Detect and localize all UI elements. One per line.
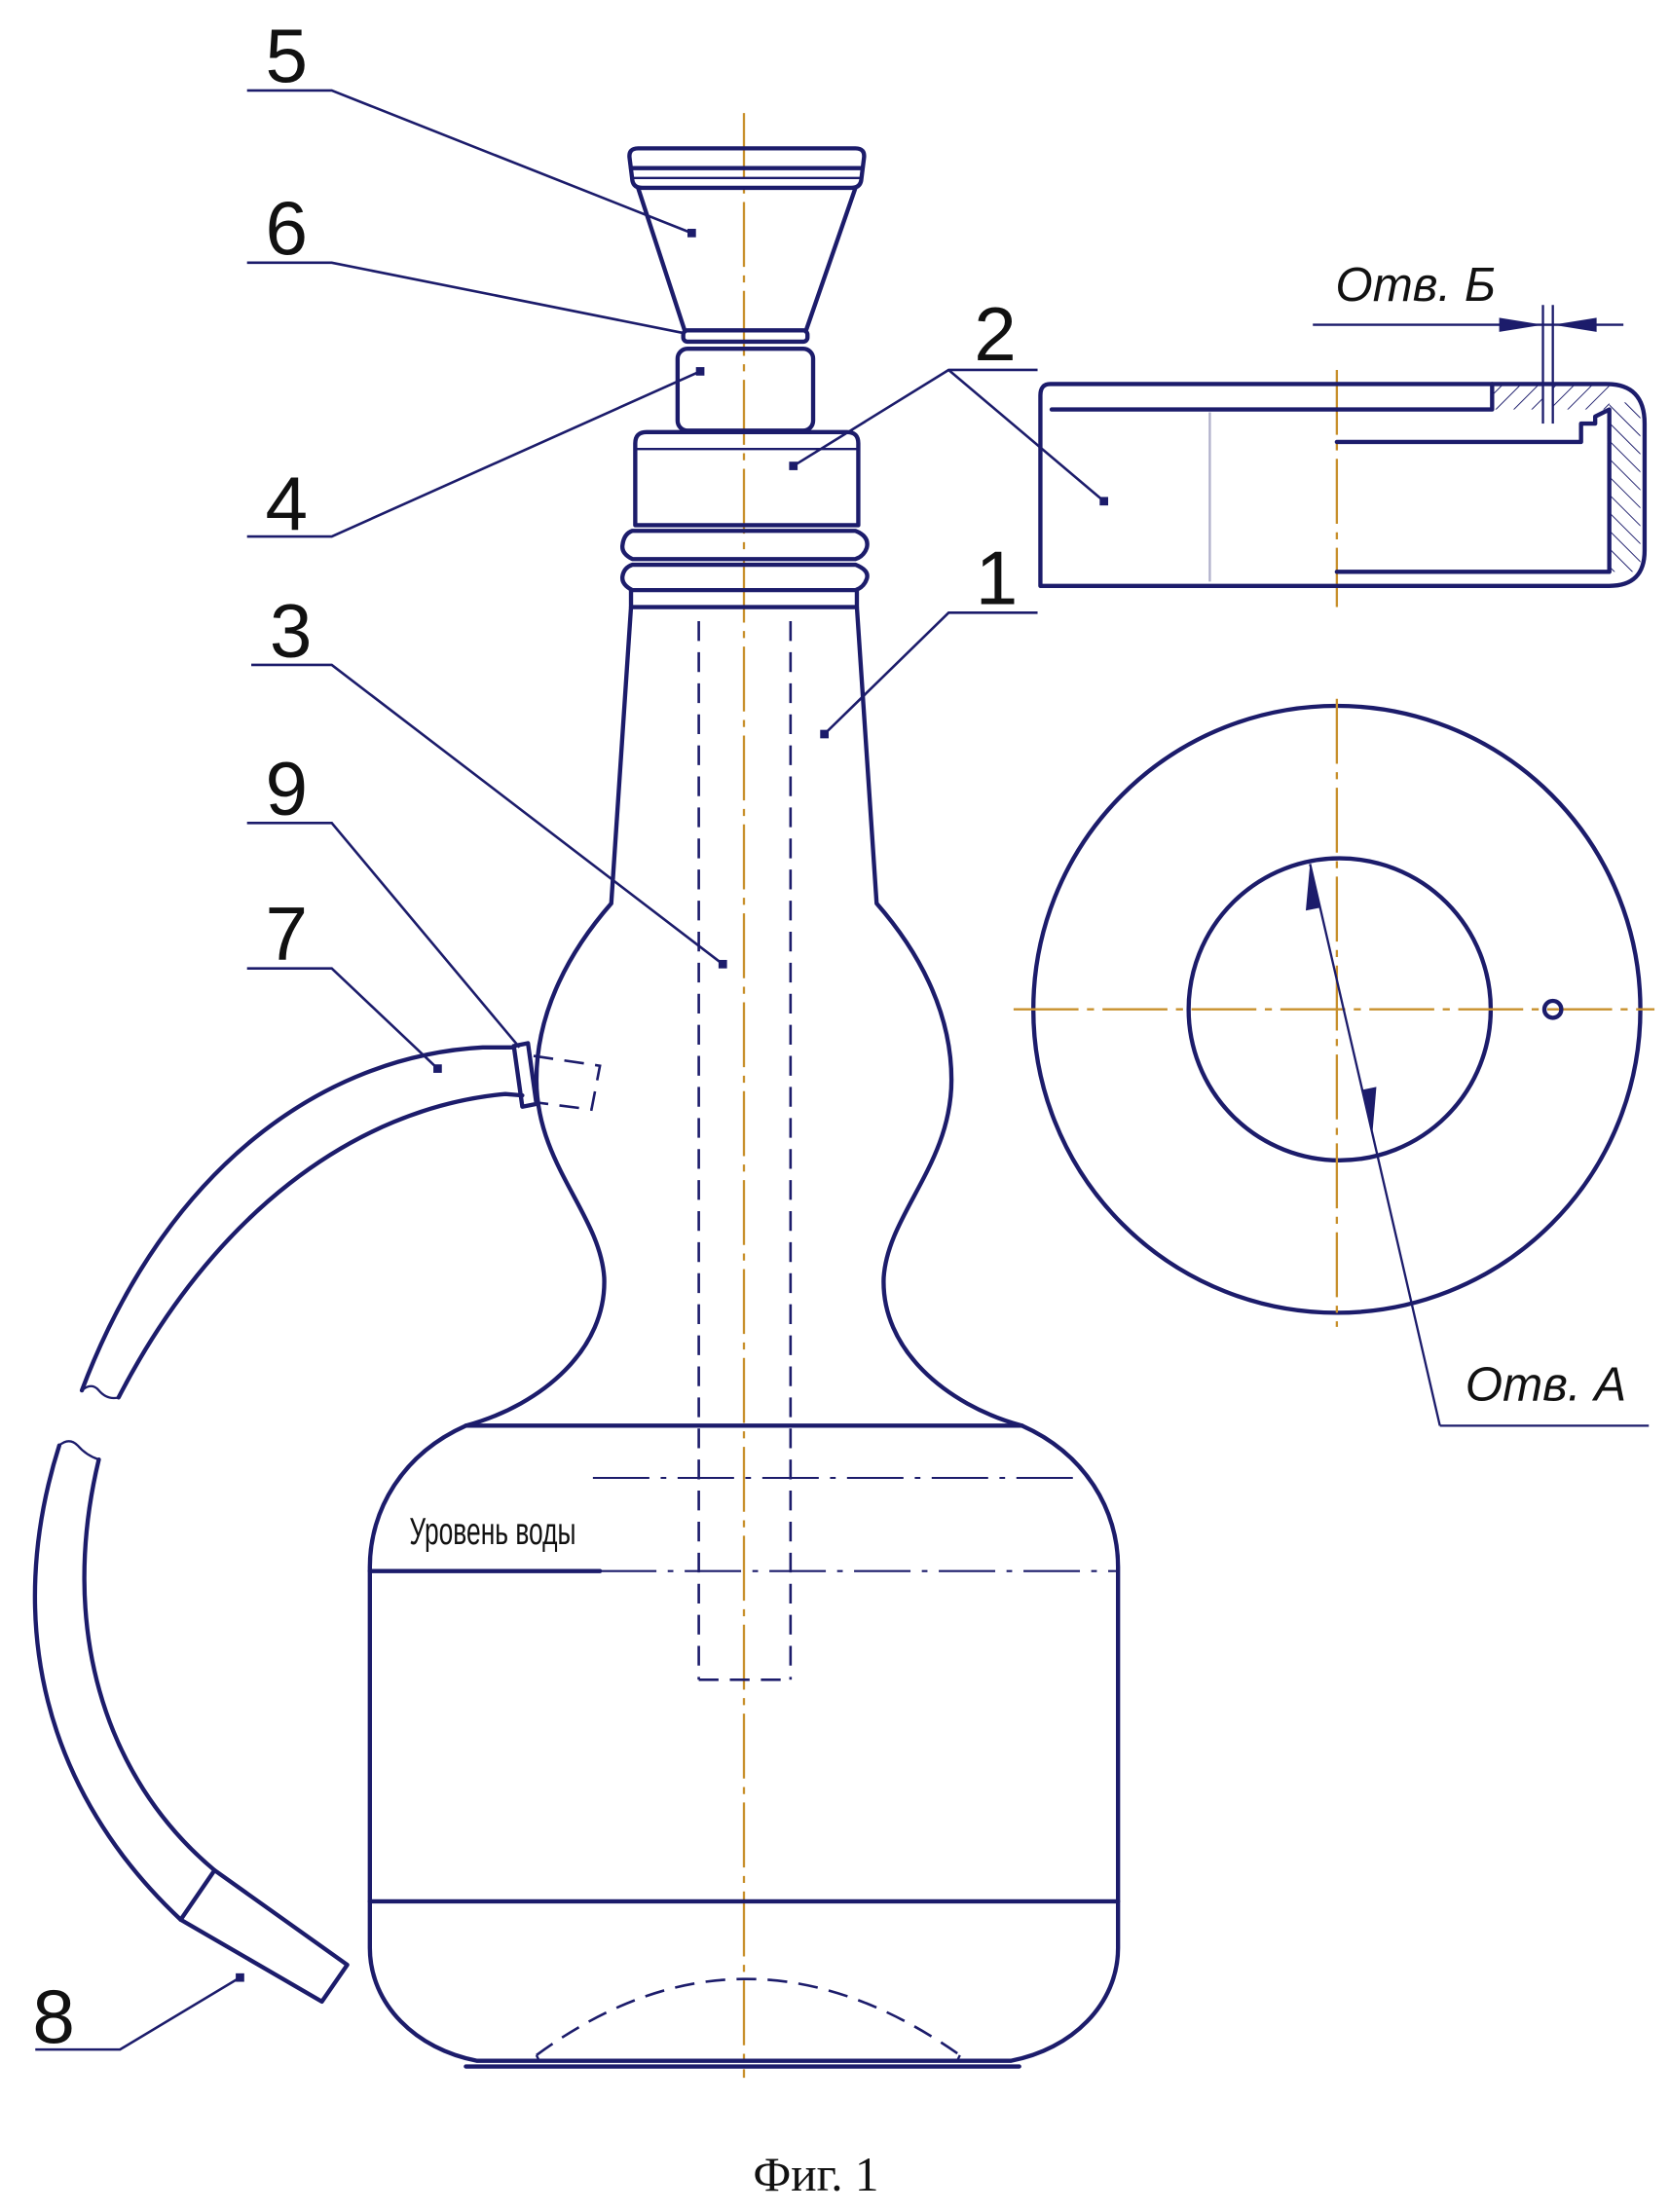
diameter-arrow-bottom bbox=[1361, 1087, 1377, 1137]
connector-inner-part bbox=[533, 1054, 602, 1112]
callout-number: 9 bbox=[266, 746, 309, 831]
callout-7: 7 bbox=[246, 891, 442, 1073]
cap-top-view: Отв. А bbox=[1013, 698, 1655, 1427]
hole-b-circle bbox=[1541, 998, 1564, 1020]
cap-inner-ledge bbox=[1334, 407, 1612, 574]
water-level-label: Уровень воды bbox=[409, 1511, 575, 1553]
leader-line bbox=[823, 611, 1038, 735]
callout-number: 8 bbox=[32, 1973, 75, 2059]
figure-caption: Фиг. 1 bbox=[753, 2148, 878, 2201]
cap-inner-top-right bbox=[1334, 382, 1495, 412]
callout-2: 2 bbox=[789, 291, 1109, 506]
leader-line bbox=[251, 663, 724, 966]
leader-dot bbox=[236, 1972, 244, 1982]
leader-line bbox=[246, 261, 686, 335]
cap-wall-hatching bbox=[1609, 402, 1641, 572]
mouthpiece bbox=[178, 1867, 350, 2005]
hose-lower-outer-edge bbox=[32, 1443, 183, 1922]
dimension-arrow-b-right bbox=[1552, 317, 1597, 332]
diameter-arrow-top bbox=[1305, 864, 1320, 911]
cap-hole-b bbox=[1542, 381, 1553, 424]
leader-dot bbox=[695, 367, 705, 376]
callout-9: 9 bbox=[246, 746, 521, 1049]
adapter bbox=[675, 347, 816, 433]
seal-ring bbox=[681, 328, 810, 345]
bottle-base-edge-left bbox=[535, 2054, 540, 2062]
callout-number: 2 bbox=[974, 291, 1017, 377]
bottle-base-dome bbox=[536, 1977, 961, 2056]
hose-connector bbox=[511, 1041, 602, 1112]
leader-line bbox=[246, 370, 701, 538]
hose-break-mark-lower bbox=[58, 1440, 99, 1461]
hole-a-label: Отв. А bbox=[1466, 1357, 1626, 1411]
hose-upper-outer-edge bbox=[79, 1045, 516, 1393]
callout-number: 4 bbox=[266, 461, 309, 546]
cap-section-view: Отв. Б bbox=[1038, 258, 1648, 608]
leader-dot bbox=[1099, 497, 1109, 506]
leader-line bbox=[246, 967, 439, 1070]
leader-line-to-section bbox=[947, 368, 1105, 502]
callout-number: 7 bbox=[266, 891, 309, 977]
leader-line bbox=[246, 822, 521, 1049]
hose bbox=[32, 1045, 525, 1922]
bowl-funnel bbox=[636, 185, 858, 333]
hose-break-mark-upper bbox=[81, 1384, 120, 1400]
bottle-outline bbox=[367, 587, 1121, 2063]
down-tube bbox=[697, 621, 793, 1681]
callout-3: 3 bbox=[251, 587, 727, 969]
leader-dot bbox=[687, 229, 696, 238]
hose-lower-inner-edge bbox=[82, 1456, 217, 1873]
callout-number: 3 bbox=[270, 587, 313, 673]
leader-dot bbox=[718, 959, 727, 969]
callout-6: 6 bbox=[246, 185, 686, 335]
bowl-rim bbox=[627, 146, 867, 191]
cap-section-outline bbox=[1038, 382, 1648, 588]
hole-a-diameter-line bbox=[1309, 864, 1441, 1426]
neck-ring-upper bbox=[619, 529, 870, 562]
callout-8: 8 bbox=[32, 1972, 244, 2059]
hose-upper-inner-edge bbox=[116, 1091, 525, 1400]
bottle-base-edge-right bbox=[955, 2054, 961, 2062]
connector-band bbox=[511, 1041, 539, 1109]
leader-dot bbox=[433, 1064, 442, 1073]
leader-line-to-cap bbox=[793, 368, 1038, 467]
bowl bbox=[627, 146, 867, 333]
leader-dot bbox=[820, 729, 829, 739]
leader-dot bbox=[789, 461, 798, 470]
leader-line bbox=[246, 89, 692, 235]
leader-line bbox=[35, 1976, 241, 2051]
callout-4: 4 bbox=[246, 367, 705, 546]
callout-5: 5 bbox=[246, 13, 696, 238]
hole-b-label: Отв. Б bbox=[1335, 258, 1496, 312]
callout-number: 5 bbox=[266, 13, 309, 98]
callout-number: 1 bbox=[976, 535, 1019, 621]
callout-1: 1 bbox=[820, 535, 1038, 739]
dimension-arrow-b-left bbox=[1499, 317, 1543, 332]
bottle-cap bbox=[633, 429, 861, 528]
callout-number: 6 bbox=[266, 185, 309, 271]
